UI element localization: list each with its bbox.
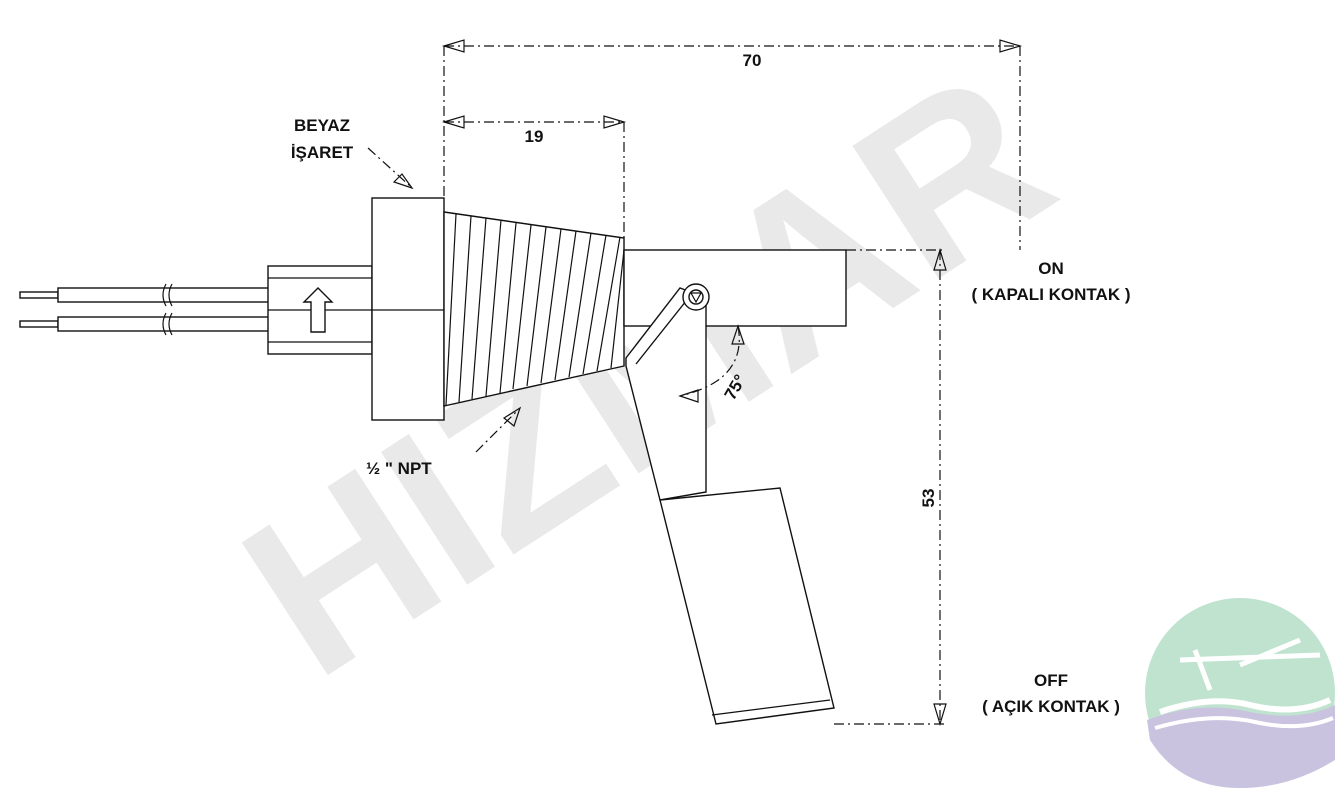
npt-thread: [443, 211, 625, 407]
company-logo: [1145, 598, 1335, 788]
dimension-19: 19: [441, 115, 627, 238]
cable-wires: [19, 283, 271, 336]
float-arm: [625, 283, 710, 501]
mark-label-line1: BEYAZ: [294, 116, 350, 135]
thread-leader: ½ " NPT: [366, 406, 522, 478]
dimension-70-label: 70: [743, 51, 762, 70]
dimension-53: 53: [834, 247, 947, 727]
mark-leader: BEYAZ İŞARET: [291, 116, 414, 190]
up-arrow-icon: [302, 287, 334, 333]
thread-label: ½ " NPT: [366, 459, 432, 478]
on-label: ON: [1038, 259, 1064, 278]
mark-label-line2: İŞARET: [291, 143, 354, 162]
hex-head: [371, 197, 445, 421]
dimension-19-label: 19: [525, 127, 544, 146]
float-body: [659, 487, 835, 725]
dimension-53-label: 53: [919, 489, 938, 508]
off-contact-label: ( AÇIK KONTAK ): [982, 697, 1120, 716]
stem-body: [623, 249, 847, 327]
off-label: OFF: [1034, 671, 1068, 690]
on-contact-label: ( KAPALI KONTAK ): [972, 285, 1131, 304]
